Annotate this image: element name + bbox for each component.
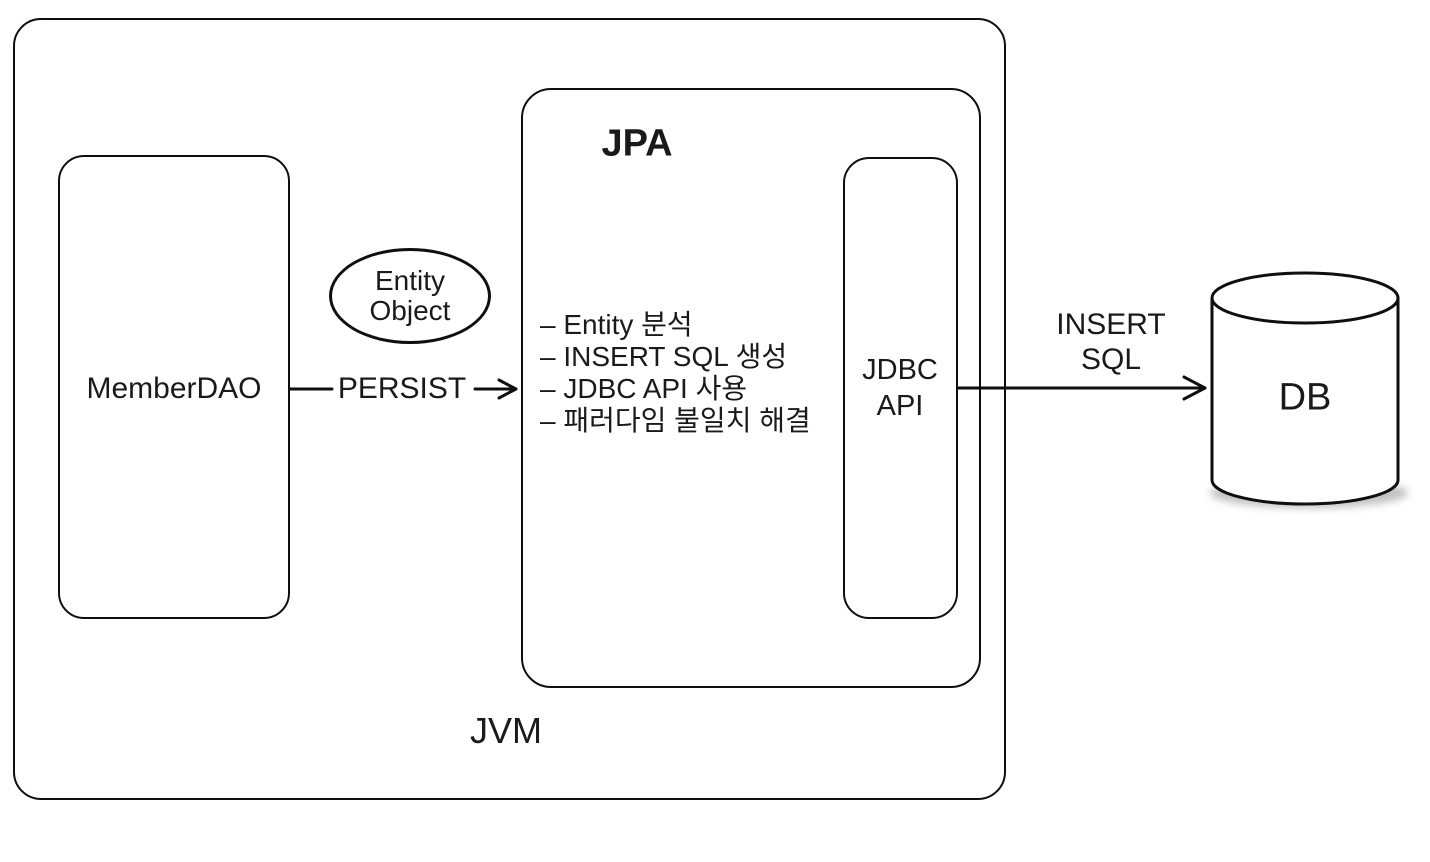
db-cylinder-icon	[1210, 271, 1408, 508]
db-cylinder-top	[1210, 271, 1400, 325]
entity-object-line2: Object	[369, 295, 451, 326]
jvm-box	[13, 18, 1006, 800]
persist-arrow	[288, 378, 518, 400]
memberdao-label: MemberDAO	[86, 372, 262, 405]
jpa-bullet-paradigm: – 패러다임 불일치 해결	[540, 405, 811, 436]
entity-object-line1: Entity	[374, 265, 446, 296]
insert-sql-line2: SQL	[1080, 343, 1142, 376]
insert-sql-line1: INSERT	[1056, 308, 1166, 341]
insert-sql-label: INSERT SQL	[1056, 307, 1165, 377]
db-label: DB	[1278, 376, 1332, 419]
jpa-title: JPA	[601, 122, 673, 165]
insert-sql-arrow	[956, 375, 1207, 401]
jdbc-api-label: JDBC API	[862, 352, 938, 424]
jvm-label: JVM	[470, 710, 542, 751]
persist-arrowhead-icon	[497, 378, 518, 400]
db-cylinder-body	[1210, 298, 1400, 506]
jpa-bullet-list: – Entity 분석 – INSERT SQL 생성 – JDBC API 사…	[540, 309, 811, 437]
persist-label: PERSIST	[337, 372, 467, 405]
jdbc-api-label-line1: JDBC	[862, 354, 938, 386]
memberdao-box	[58, 155, 290, 619]
entity-object-ellipse: Entity Object	[329, 248, 491, 344]
jdbc-api-label-line2: API	[876, 390, 924, 422]
insert-sql-arrowhead-icon	[1182, 375, 1207, 401]
jpa-bullet-entity-analysis: – Entity 분석	[540, 309, 693, 340]
jpa-bullet-insert-sql: – INSERT SQL 생성	[540, 341, 788, 372]
jpa-bullet-jdbc-api: – JDBC API 사용	[540, 373, 748, 404]
